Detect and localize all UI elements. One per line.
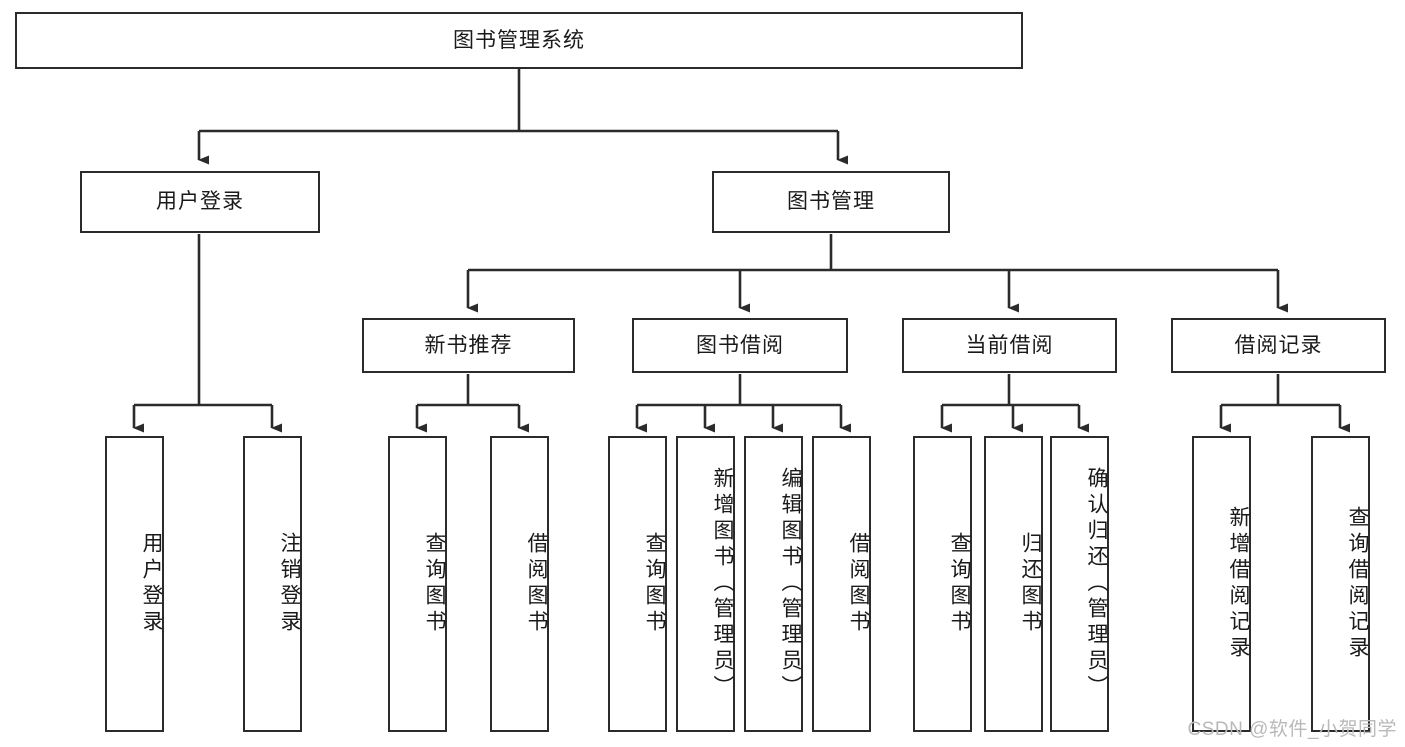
node-label: 新书推荐 xyxy=(424,333,513,357)
node-label: 借阅图书 xyxy=(847,532,870,636)
leaf-record-query-record[interactable]: 查询借阅记录 xyxy=(1311,436,1370,732)
leaf-current-query-book[interactable]: 查询图书 xyxy=(913,436,972,732)
node-label: 编辑图书（管理员） xyxy=(779,467,802,701)
leaf-borrow-add-book-admin[interactable]: 新增图书（管理员） xyxy=(676,436,735,732)
node-label: 图书借阅 xyxy=(696,333,784,357)
node-label: 查询图书 xyxy=(643,532,666,636)
node-current-borrow[interactable]: 当前借阅 xyxy=(902,318,1117,373)
csdn-watermark: CSDN @软件_小贺同学 xyxy=(1187,719,1397,740)
node-label: 图书管理系统 xyxy=(453,28,585,52)
leaf-borrow-borrow-book[interactable]: 借阅图书 xyxy=(812,436,871,732)
leaf-borrow-query-book[interactable]: 查询图书 xyxy=(608,436,667,732)
leaf-record-add-record[interactable]: 新增借阅记录 xyxy=(1192,436,1251,732)
leaf-user-login-login[interactable]: 用户登录 xyxy=(105,436,164,732)
node-borrow-record[interactable]: 借阅记录 xyxy=(1171,318,1386,373)
node-label: 查询图书 xyxy=(423,532,446,636)
node-book-management[interactable]: 图书管理 xyxy=(712,171,950,233)
leaf-current-return-book[interactable]: 归还图书 xyxy=(984,436,1043,732)
node-label: 借阅记录 xyxy=(1234,333,1323,357)
leaf-borrow-edit-book-admin[interactable]: 编辑图书（管理员） xyxy=(744,436,803,732)
node-label: 确认归还（管理员） xyxy=(1085,467,1108,701)
node-label: 图书管理 xyxy=(787,190,875,214)
node-label: 注销登录 xyxy=(278,532,301,636)
node-label: 归还图书 xyxy=(1019,532,1042,636)
node-label: 当前借阅 xyxy=(965,333,1054,357)
node-book-borrow[interactable]: 图书借阅 xyxy=(632,318,848,373)
node-label: 用户登录 xyxy=(156,190,244,214)
node-label: 用户登录 xyxy=(140,532,163,636)
node-label: 新增借阅记录 xyxy=(1227,506,1250,662)
leaf-current-confirm-return-admin[interactable]: 确认归还（管理员） xyxy=(1050,436,1109,732)
node-user-login[interactable]: 用户登录 xyxy=(80,171,320,233)
leaf-new-book-query[interactable]: 查询图书 xyxy=(388,436,447,732)
node-label: 新增图书（管理员） xyxy=(711,467,734,701)
node-label: 查询借阅记录 xyxy=(1346,506,1369,662)
node-label: 借阅图书 xyxy=(525,532,548,636)
leaf-new-book-borrow[interactable]: 借阅图书 xyxy=(490,436,549,732)
leaf-user-login-logout[interactable]: 注销登录 xyxy=(243,436,302,732)
node-new-book-recommend[interactable]: 新书推荐 xyxy=(362,318,575,373)
node-label: 查询图书 xyxy=(948,532,971,636)
node-root-system[interactable]: 图书管理系统 xyxy=(15,12,1023,69)
